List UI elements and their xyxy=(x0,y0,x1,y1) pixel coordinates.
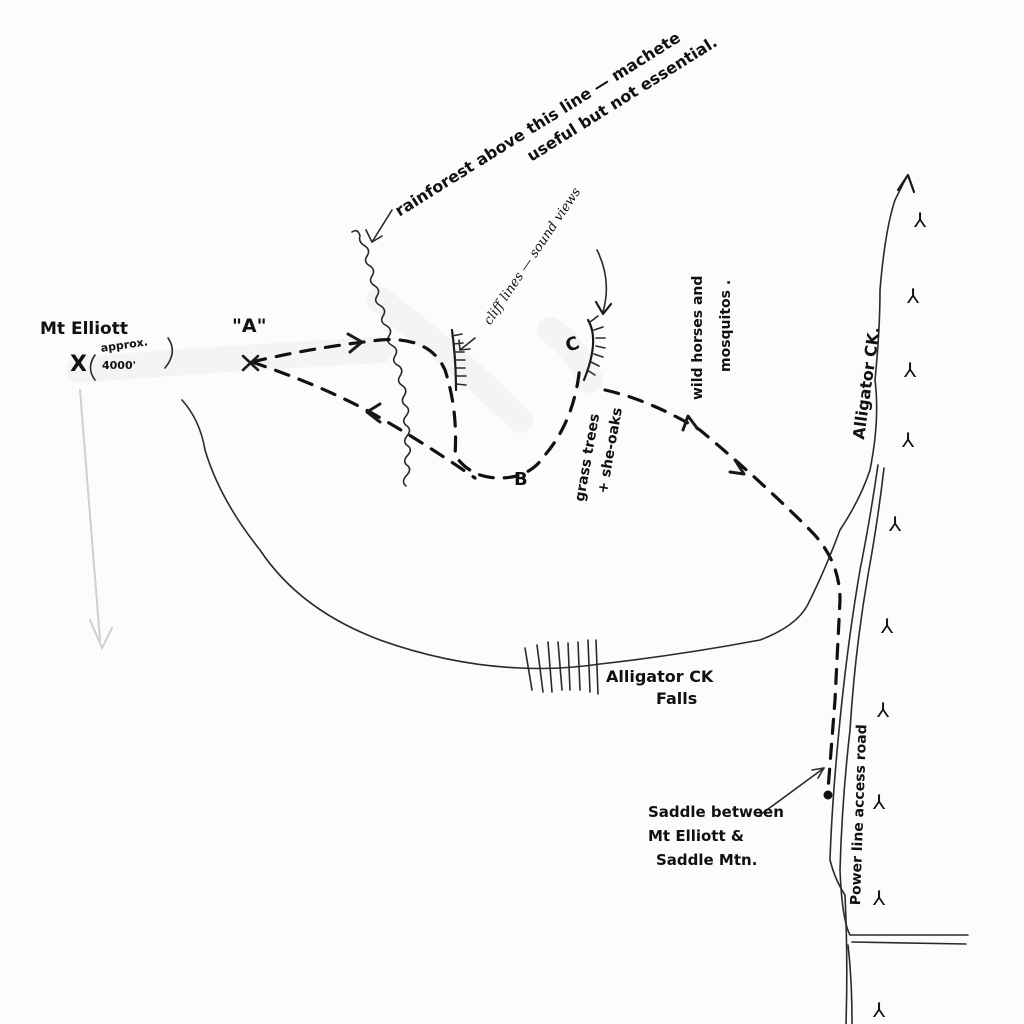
falls-hatch xyxy=(524,639,599,695)
pylon-icon: ⅄ xyxy=(877,698,890,722)
mt-elliott-label: Mt Elliott xyxy=(40,319,128,339)
approx-bracket-right xyxy=(164,337,174,369)
falls-label-line2: Falls xyxy=(656,689,698,708)
pylon-icon: ⅄ xyxy=(907,284,920,308)
approx-bracket-left xyxy=(89,354,96,381)
wild-horses-note-line2: mosquitos . xyxy=(718,279,734,372)
pylon-icon: ⅄ xyxy=(873,790,886,814)
mt-elliott-marker: X xyxy=(70,352,87,377)
saddle-label-line3: Saddle Mtn. xyxy=(656,851,758,869)
saddle-pointer xyxy=(759,767,825,816)
walking-route xyxy=(250,337,842,792)
point-a-label: "A" xyxy=(232,315,267,337)
point-b-label: B xyxy=(514,469,528,490)
saddle-label-line1: Saddle between xyxy=(648,803,784,821)
alligator-creek-line xyxy=(181,179,906,670)
route-arrow-east xyxy=(346,332,364,354)
pylon-icon: ⅄ xyxy=(873,886,886,910)
point-a-marker xyxy=(241,354,260,372)
cliff-pointer-1 xyxy=(459,337,476,351)
pylon-icon: ⅄ xyxy=(902,428,915,452)
route-arrow-west xyxy=(365,402,382,424)
power-line-access-road xyxy=(829,464,969,1024)
rainforest-boundary-line xyxy=(351,229,412,487)
cliff-hatch-1 xyxy=(450,328,467,392)
creek-arrow-north xyxy=(896,173,916,194)
route-arrow-down xyxy=(728,458,746,476)
cliff-pointer-2 xyxy=(596,249,608,313)
cliff-hatch-2 xyxy=(582,315,606,382)
pylon-icon: ⅄ xyxy=(881,614,894,638)
saddle-marker xyxy=(823,790,833,800)
falls-label-line1: Alligator CK xyxy=(606,667,714,686)
saddle-label-line2: Mt Elliott & xyxy=(648,827,744,845)
rainforest-pointer xyxy=(371,209,393,243)
pylon-icon: ⅄ xyxy=(904,358,917,382)
pylon-icon: ⅄ xyxy=(889,512,902,536)
mt-elliott-elevation: 4000' xyxy=(102,359,136,372)
route-arrow-up xyxy=(681,414,699,432)
pylon-icon: ⅄ xyxy=(873,998,886,1022)
pylon-icon: ⅄ xyxy=(914,208,927,232)
wild-horses-note-line1: wild horses and xyxy=(690,275,706,400)
